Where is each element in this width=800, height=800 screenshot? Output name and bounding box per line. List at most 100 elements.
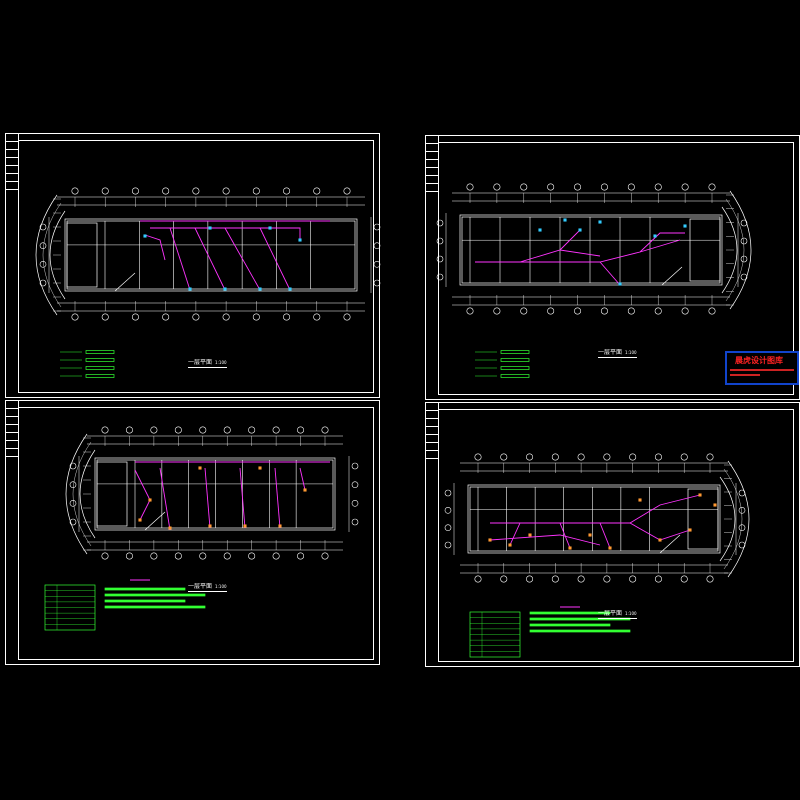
grid-bubble: [351, 462, 359, 470]
grid-bubble: [223, 426, 231, 434]
grid-bubble: [436, 255, 444, 263]
grid-bubble: [600, 307, 608, 315]
building-outline: [64, 218, 358, 292]
grid-bubble: [192, 187, 200, 195]
fixture-symbol: [243, 524, 247, 528]
grid-bubble: [283, 313, 291, 321]
wiring-run: [134, 469, 151, 521]
grid-bubble: [444, 541, 452, 549]
fixture-symbol: [208, 524, 212, 528]
grid-bubble: [500, 575, 508, 583]
fixture-symbol: [298, 238, 302, 242]
grid-bubble: [500, 453, 508, 461]
fixture-symbol: [688, 528, 692, 532]
grid-bubble: [574, 307, 582, 315]
fixture-symbol: [208, 226, 212, 230]
grid-bubble: [520, 183, 528, 191]
grid-bubble: [69, 481, 77, 488]
grid-bubble: [738, 524, 746, 531]
grid-bubble: [69, 500, 77, 507]
grid-bubble: [680, 575, 688, 583]
grid-bubble: [272, 426, 280, 434]
note-line: [529, 623, 611, 627]
fixture-symbol: [683, 224, 687, 228]
title-strip: [6, 134, 19, 194]
wiring-run: [299, 467, 306, 491]
grid-bubble: [740, 255, 748, 263]
grid-bubble: [101, 187, 109, 195]
grid-bubble: [69, 518, 77, 526]
stamp-line: [730, 374, 760, 376]
fixture-symbol: [138, 518, 142, 522]
grid-bubble: [551, 575, 559, 583]
wiring-run: [599, 261, 621, 286]
grid-bubble: [71, 313, 79, 321]
grid-bubble: [738, 507, 746, 514]
slant-wall: [661, 266, 683, 286]
lobby: [66, 222, 98, 288]
title-strip: [6, 401, 19, 461]
grid-bubble: [526, 575, 534, 583]
grid-bubble: [162, 313, 170, 321]
grid-bubble: [222, 187, 230, 195]
slant-wall: [659, 534, 681, 554]
curved-wing: [49, 210, 66, 300]
legend-text-placeholder: [500, 350, 530, 354]
wiring-run: [224, 227, 261, 291]
grid-bubble: [706, 453, 714, 461]
grid-bubble: [740, 237, 748, 245]
slant-wall: [144, 511, 166, 531]
grid-bubble: [708, 307, 716, 315]
grid-bubble: [321, 552, 329, 560]
grid-bubble: [252, 313, 260, 321]
legend-text-placeholder: [85, 358, 115, 362]
grid-bubble: [199, 552, 207, 560]
grid-bubble: [654, 453, 662, 461]
sheet-top-left: [5, 133, 380, 398]
grid-bubble: [313, 313, 321, 321]
grid-bubble: [740, 219, 748, 227]
title-strip: [426, 136, 439, 196]
wiring-run: [629, 522, 691, 541]
fixture-symbol: [268, 226, 272, 230]
grid-bubble: [373, 261, 381, 268]
grid-bubble: [603, 575, 611, 583]
grid-bubble: [493, 183, 501, 191]
legend-text-placeholder: [500, 358, 530, 362]
note-line: [529, 611, 611, 615]
note-line: [104, 593, 206, 597]
title-strip: [426, 403, 439, 463]
grid-bubble: [39, 242, 47, 249]
grid-bubble: [629, 453, 637, 461]
building-outline: [467, 484, 721, 554]
grid-bubble: [252, 187, 260, 195]
lobby: [96, 461, 128, 527]
curved-wing: [35, 194, 58, 316]
grid-bubble: [708, 183, 716, 191]
wiring-run: [559, 522, 571, 549]
grid-bubble: [444, 507, 452, 514]
grid-bubble: [101, 313, 109, 321]
grid-bubble: [174, 552, 182, 560]
grid-bubble: [162, 187, 170, 195]
note-line: [529, 617, 631, 621]
grid-bubble: [69, 462, 77, 470]
grid-bubble: [600, 183, 608, 191]
wiring-run: [144, 234, 166, 261]
curved-wing: [65, 433, 88, 555]
grid-bubble: [101, 426, 109, 434]
curved-wing: [72, 441, 92, 547]
grid-bubble: [343, 187, 351, 195]
wiring-run: [259, 227, 291, 291]
legend-text-placeholder: [85, 350, 115, 354]
wiring-run: [274, 467, 281, 529]
curved-wing: [42, 202, 62, 308]
grid-bubble: [199, 426, 207, 434]
wiring-run: [509, 522, 521, 546]
grid-bubble: [547, 307, 555, 315]
wiring-run: [169, 227, 191, 291]
fixture-symbol: [528, 533, 532, 537]
fixture-symbol: [698, 493, 702, 497]
